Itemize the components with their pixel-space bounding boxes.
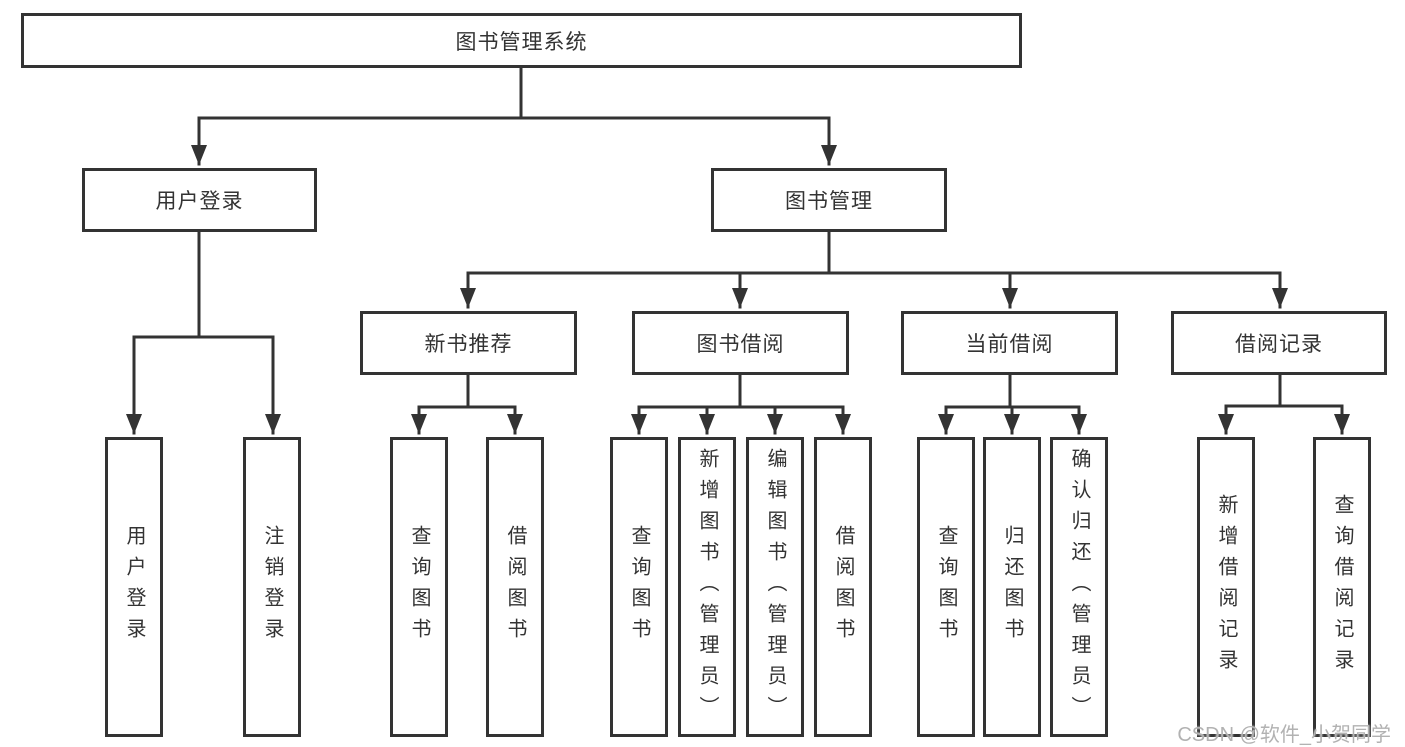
leaf-borrow-borrow-books: 借阅图书 bbox=[814, 437, 872, 737]
node-book-management-label: 图书管理 bbox=[785, 190, 873, 213]
node-new-book-recommend-label: 新书推荐 bbox=[424, 333, 513, 356]
node-current-borrow: 当前借阅 bbox=[901, 311, 1118, 375]
node-library-system-label: 图书管理系统 bbox=[455, 30, 588, 54]
leaf-records-add-record: 新增借阅记录 bbox=[1197, 437, 1255, 737]
leaf-logout: 注销登录 bbox=[243, 437, 301, 737]
node-current-borrow-label: 当前借阅 bbox=[965, 333, 1054, 356]
leaf-borrow-edit-books-admin: 编辑图书（管理员） bbox=[746, 437, 804, 737]
csdn-watermark: CSDN @软件_小贺同学 bbox=[1177, 724, 1391, 746]
node-book-management: 图书管理 bbox=[711, 168, 947, 232]
leaf-recommend-query-books: 查询图书 bbox=[390, 437, 448, 737]
node-borrow-records: 借阅记录 bbox=[1171, 311, 1387, 375]
node-new-book-recommend: 新书推荐 bbox=[360, 311, 577, 375]
node-borrow-records-label: 借阅记录 bbox=[1235, 333, 1323, 356]
leaf-borrow-add-books-admin: 新增图书（管理员） bbox=[678, 437, 736, 737]
leaf-borrow-query-books: 查询图书 bbox=[610, 437, 668, 737]
leaf-records-query-record: 查询借阅记录 bbox=[1313, 437, 1371, 737]
node-book-borrow-label: 图书借阅 bbox=[696, 333, 785, 356]
leaf-user-login: 用户登录 bbox=[105, 437, 163, 737]
leaf-current-confirm-return-admin: 确认归还（管理员） bbox=[1050, 437, 1108, 737]
node-book-borrow: 图书借阅 bbox=[632, 311, 849, 375]
node-user-login: 用户登录 bbox=[82, 168, 317, 232]
node-library-system: 图书管理系统 bbox=[21, 13, 1022, 68]
leaf-recommend-borrow-books: 借阅图书 bbox=[486, 437, 544, 737]
leaf-current-return-books: 归还图书 bbox=[983, 437, 1041, 737]
leaf-current-query-books: 查询图书 bbox=[917, 437, 975, 737]
node-user-login-label: 用户登录 bbox=[155, 190, 244, 213]
